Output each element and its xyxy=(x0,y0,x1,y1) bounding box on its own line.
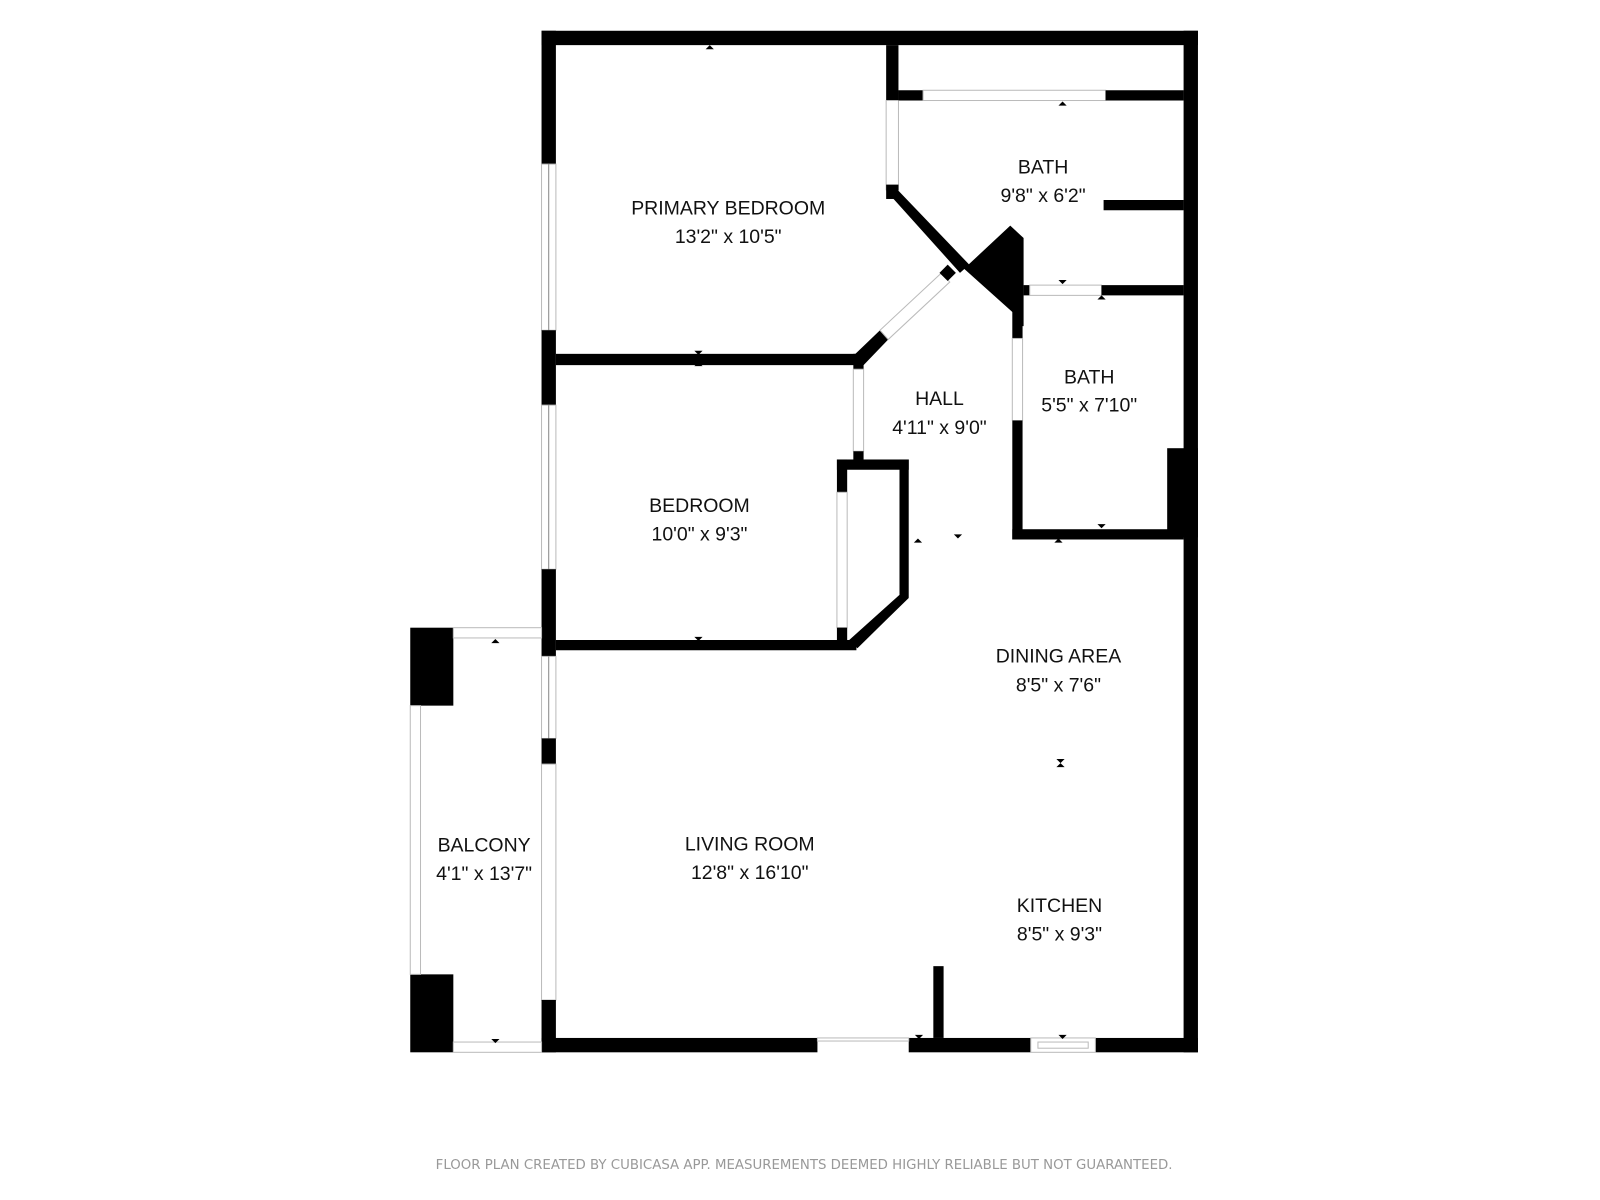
room-name: BATH xyxy=(1064,367,1114,389)
room-labels: PRIMARY BEDROOM 13'2" x 10'5" BATH 9'8" … xyxy=(436,156,1137,945)
room-size: 13'2" x 10'5" xyxy=(675,226,782,248)
disclaimer-footer: FLOOR PLAN CREATED BY CUBICASA APP. MEAS… xyxy=(436,1158,1173,1173)
room-size: 9'8" x 6'2" xyxy=(1001,185,1086,207)
room-name: HALL xyxy=(915,388,964,410)
room-size: 5'5" x 7'10" xyxy=(1041,394,1137,416)
room-name: DINING AREA xyxy=(996,646,1122,668)
room-size: 12'8" x 16'10" xyxy=(691,862,809,884)
room-size: 8'5" x 7'6" xyxy=(1016,674,1101,696)
room-size: 8'5" x 9'3" xyxy=(1017,924,1102,946)
room-name: KITCHEN xyxy=(1017,895,1102,917)
dimension-markers xyxy=(491,45,1106,1044)
room-name: BEDROOM xyxy=(649,495,750,517)
walls xyxy=(409,30,1198,1053)
room-size: 10'0" x 9'3" xyxy=(652,524,748,546)
room-size: 4'1" x 13'7" xyxy=(436,863,532,885)
room-name: PRIMARY BEDROOM xyxy=(631,197,825,219)
room-name: LIVING ROOM xyxy=(685,833,815,855)
room-name: BATH xyxy=(1018,156,1068,178)
room-name: BALCONY xyxy=(438,834,531,856)
room-size: 4'11" x 9'0" xyxy=(892,417,987,439)
